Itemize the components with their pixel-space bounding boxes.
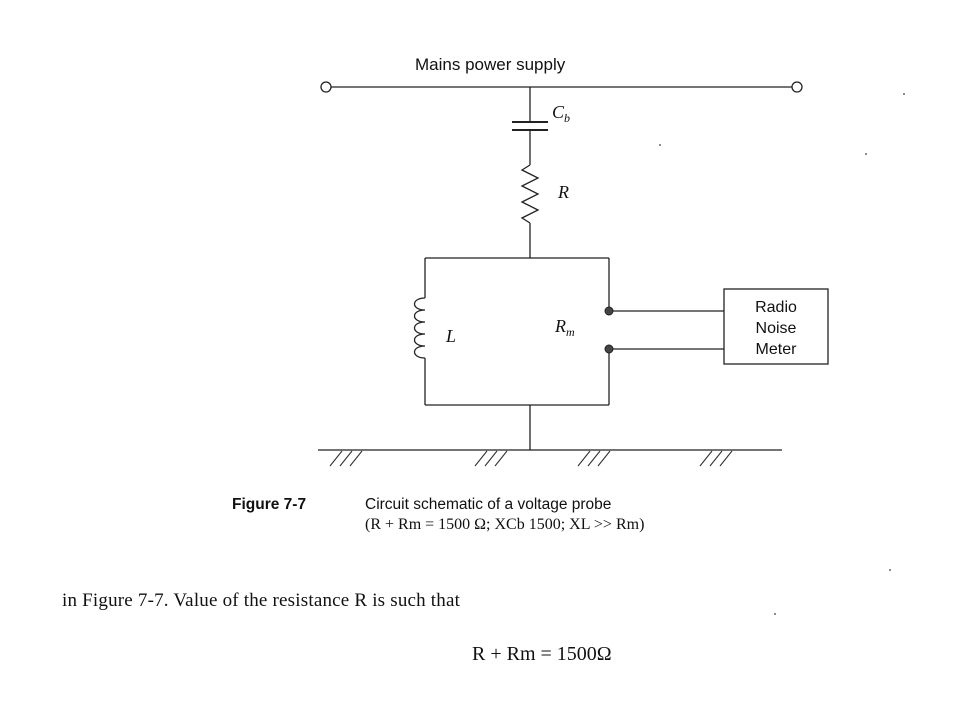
figure-title: Circuit schematic of a voltage probe: [365, 496, 612, 513]
resistance-equation: R + Rm = 1500Ω: [472, 643, 612, 665]
meter-line1: Radio: [755, 299, 797, 316]
left-terminal: [320, 81, 332, 93]
probe-terminal-top: [604, 306, 614, 316]
meter-line3: Meter: [756, 341, 798, 358]
probe-terminal-bottom: [604, 344, 614, 354]
figure-number: Figure 7-7: [232, 496, 307, 513]
capacitor-label: Cb: [552, 102, 570, 125]
rm-label: Rm: [554, 316, 575, 339]
scan-specks: [659, 93, 905, 615]
figure-caption: Figure 7-7 Circuit schematic of a voltage…: [232, 495, 644, 535]
supply-label: Mains power supply: [415, 55, 566, 74]
caption-condition: (R + Rm = 1500 Ω; XCb 1500; XL >> Rm): [365, 516, 645, 533]
body-paragraph: in Figure 7-7. Value of the resistance R…: [62, 590, 461, 611]
right-terminal: [791, 81, 803, 93]
inductor-l: [413, 297, 426, 359]
ground-hatching: [329, 450, 733, 467]
resistor-r: [520, 164, 540, 224]
inductor-label: L: [445, 326, 456, 346]
resistor-label: R: [557, 182, 569, 202]
caption-line1: Figure 7-7 Circuit schematic of a voltage…: [232, 495, 644, 515]
radio-noise-meter-box: [723, 288, 829, 365]
meter-line2: Noise: [756, 320, 797, 337]
